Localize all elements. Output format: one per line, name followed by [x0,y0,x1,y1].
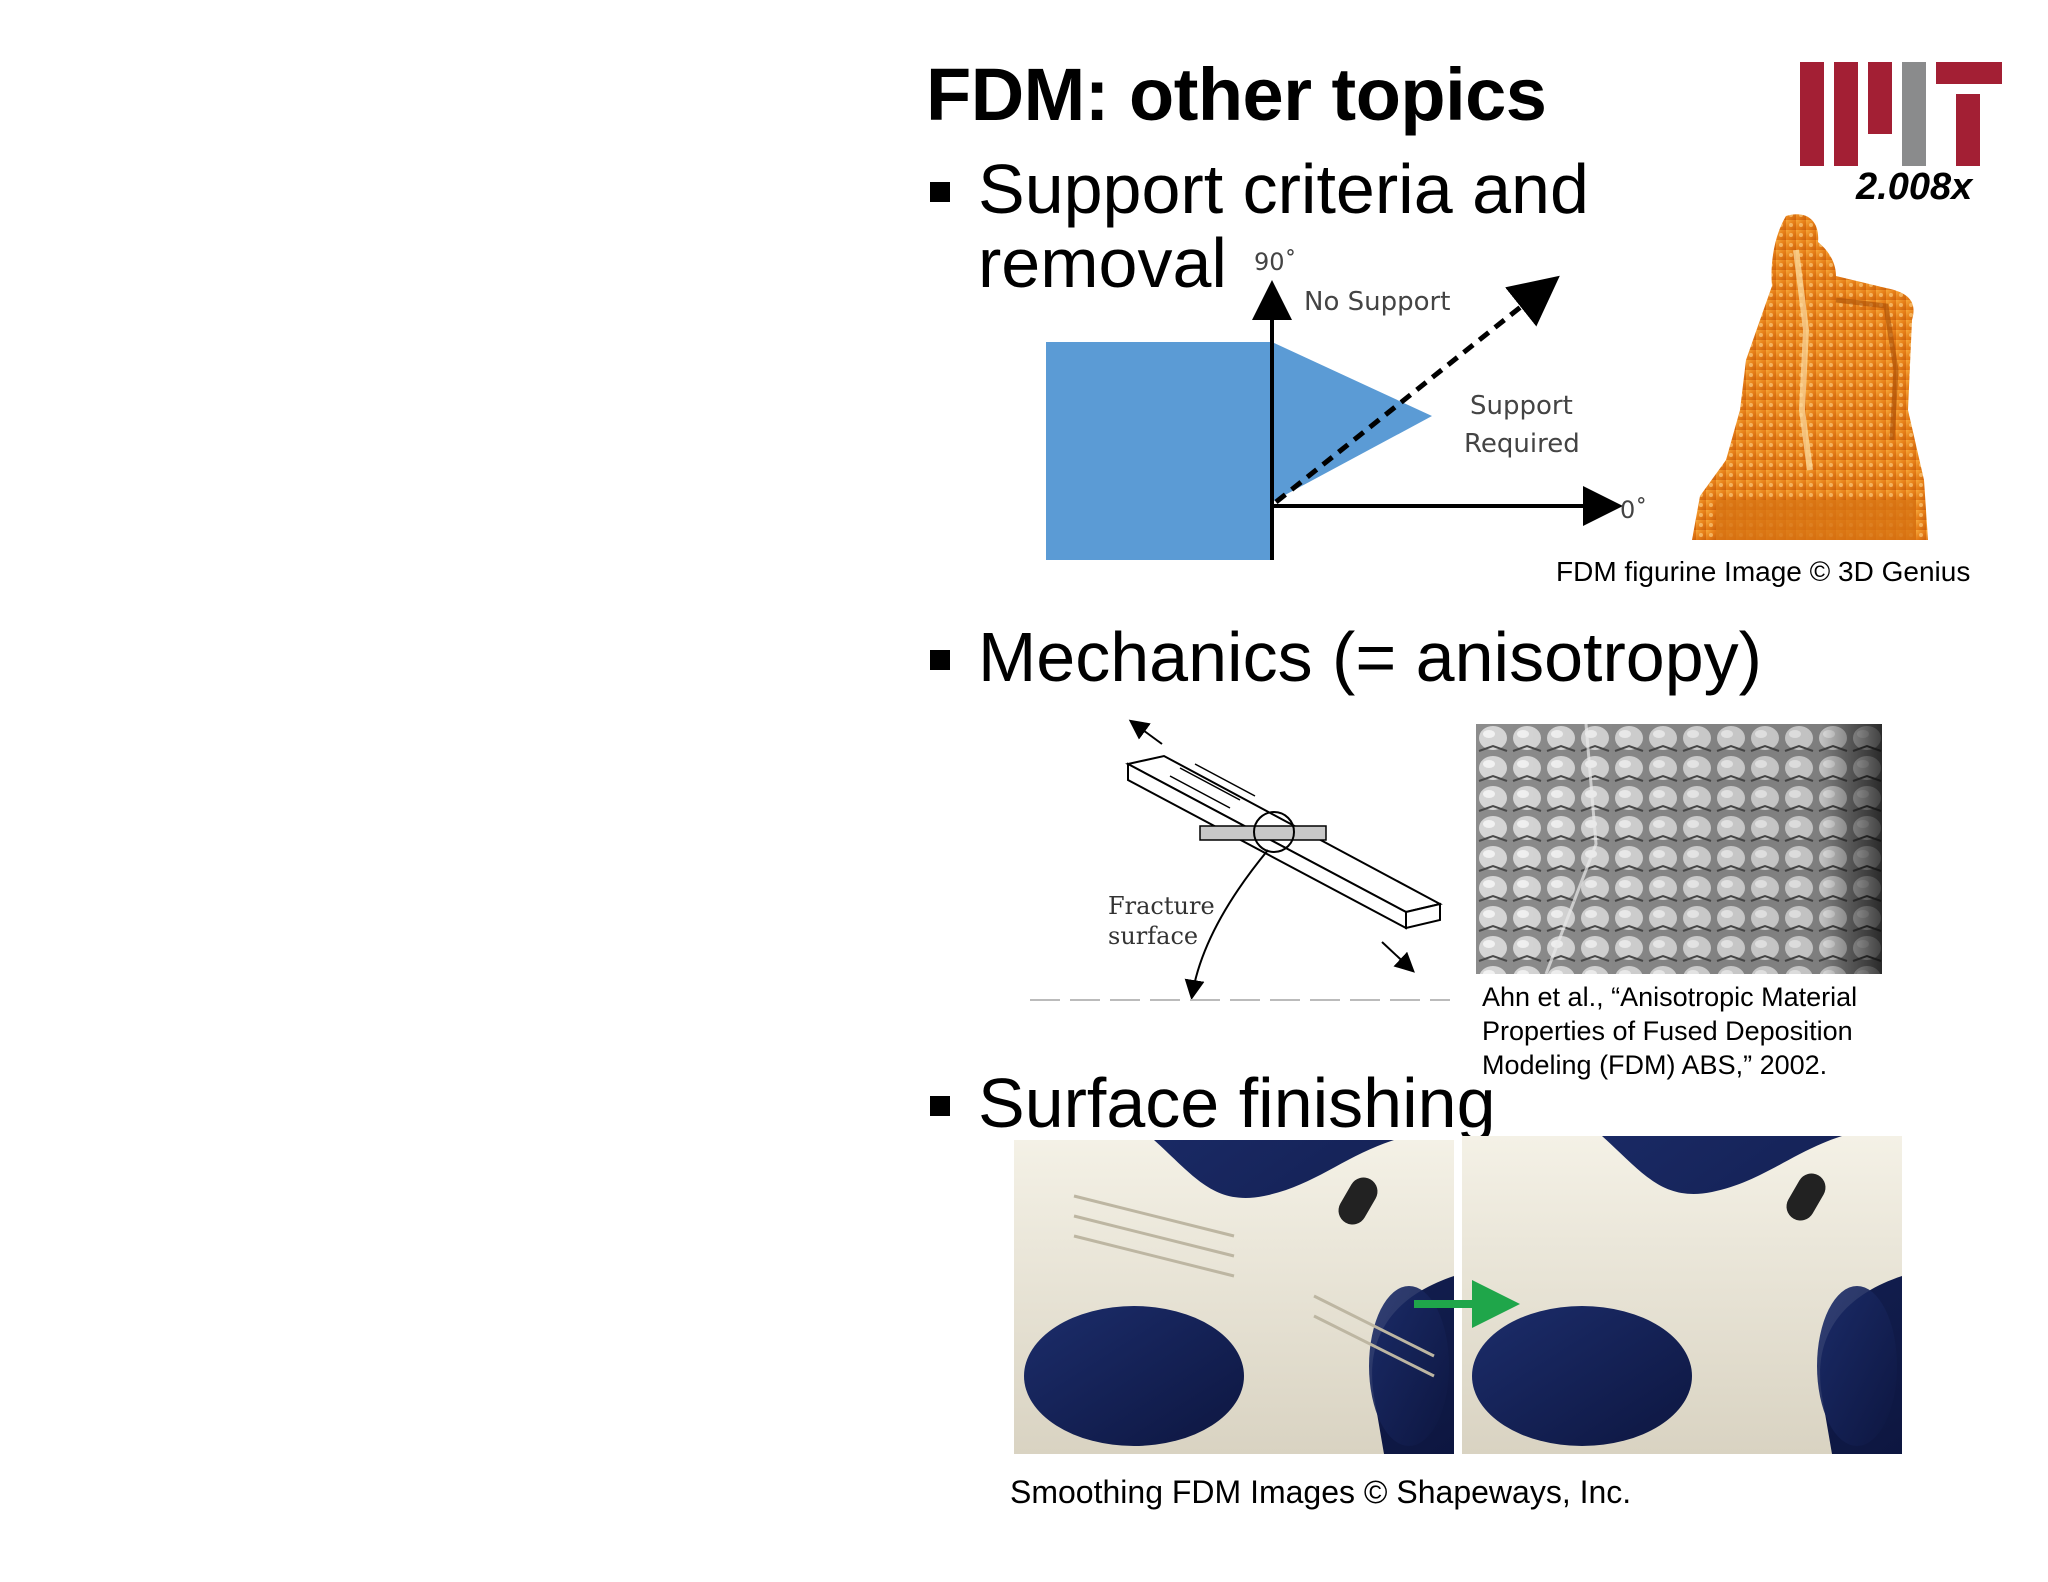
bullet-square-icon [930,650,950,670]
bullet-support: Support criteria and removal [930,152,1589,300]
bullet-mechanics: Mechanics (= anisotropy) [930,620,1762,694]
label-surface: surface [1108,922,1198,950]
fdm-figurine-image [1692,214,1928,540]
citation-line3: Modeling (FDM) ABS,” 2002. [1482,1050,1828,1080]
citation-line1: Ahn et al., “Anisotropic Material [1482,982,1858,1012]
figurine-caption: FDM figurine Image © 3D Genius [1556,556,1971,587]
label-support-required-1: Support [1470,391,1573,421]
bullet-support-line1: Support criteria and [978,150,1589,228]
label-no-support: No Support [1304,287,1450,317]
slide-title: FDM: other topics [926,53,1547,136]
mit-logo: 2.008x [1800,62,2002,212]
photo-after-smoothing [1462,1136,1902,1454]
bullet-surface: Surface finishing [930,1066,1496,1140]
fracture-diagram: Fracture surface [1030,719,1450,1001]
course-code: 2.008x [1856,166,1973,208]
bullet-square-icon [930,182,950,202]
support-angle-diagram: 90˚ 0˚ No Support Support Required [1046,248,1647,560]
part-block [1046,342,1274,560]
smoothing-comparison-images [1014,1136,1902,1454]
overhang-wedge [1272,342,1432,502]
bullet-mechanics-text: Mechanics (= anisotropy) [978,618,1762,696]
label-fracture: Fracture [1108,892,1215,920]
bullet-square-icon [930,1096,950,1116]
label-support-required-2: Required [1464,429,1580,459]
citation-line2: Properties of Fused Deposition [1482,1016,1853,1046]
anisotropy-citation: Ahn et al., “Anisotropic Material Proper… [1482,980,1857,1082]
label-0-degrees: 0˚ [1620,496,1647,524]
bullet-surface-text: Surface finishing [978,1064,1496,1142]
bullet-support-line2: removal [978,224,1227,302]
smoothing-caption: Smoothing FDM Images © Shapeways, Inc. [1010,1474,1632,1510]
mit-logo-mark [1800,62,2002,166]
photo-before-smoothing [1014,1140,1454,1454]
sem-micrograph-image [1476,724,1882,974]
figurine-silhouette [1692,214,1928,540]
label-90-degrees: 90˚ [1254,248,1297,276]
